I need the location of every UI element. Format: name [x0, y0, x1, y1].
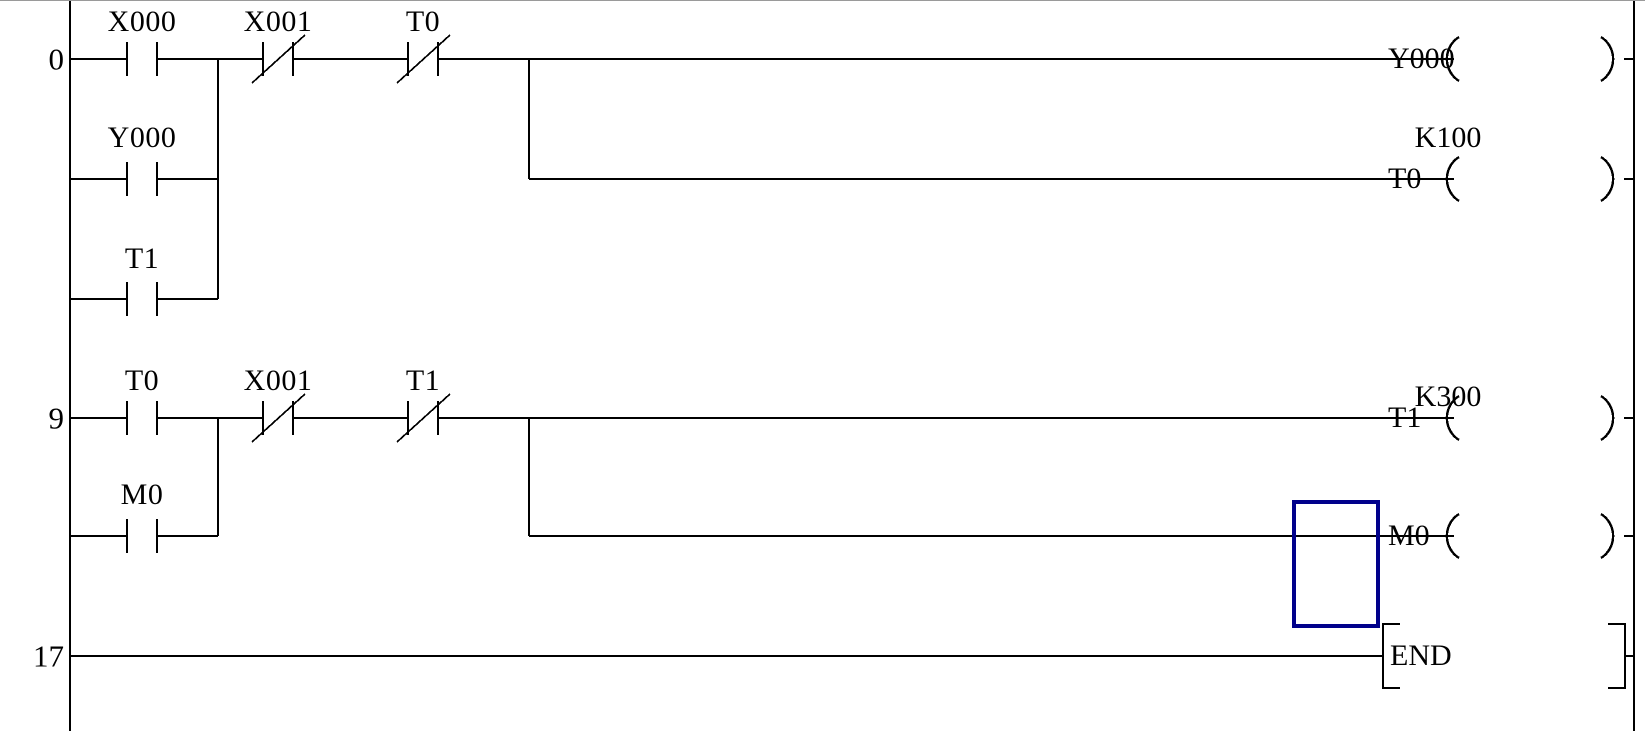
step-number-9: 9: [48, 400, 65, 436]
contact-label-x001-rung2[interactable]: X001: [243, 364, 313, 397]
coil-label-y000[interactable]: Y000: [1388, 42, 1455, 75]
contact-label-t1-branch[interactable]: T1: [124, 242, 160, 275]
selection-box-m0-coil: [1292, 500, 1380, 628]
coil-arc-left-t0: [1445, 155, 1460, 203]
contact-label-m0-branch[interactable]: M0: [120, 478, 164, 511]
contact-label-t1-rung2[interactable]: T1: [405, 364, 441, 397]
coil-label-t1[interactable]: T1: [1388, 401, 1422, 434]
end-bracket-left: [1381, 622, 1400, 690]
contact-label-x001-rung1[interactable]: X001: [243, 5, 313, 38]
step-number-17: 17: [33, 638, 64, 674]
step-number-0: 0: [48, 41, 65, 77]
coil-arc-left-y000: [1445, 35, 1460, 83]
coil-label-m0[interactable]: M0: [1388, 519, 1430, 552]
contact-label-y000-branch[interactable]: Y000: [107, 121, 177, 154]
coil-arc-left-m0: [1445, 512, 1460, 560]
end-bracket-right: [1608, 622, 1627, 690]
contact-label-t0-rung1[interactable]: T0: [405, 5, 441, 38]
coil-label-t0[interactable]: T0: [1388, 162, 1422, 195]
contact-label-t0-rung2[interactable]: T0: [124, 364, 160, 397]
end-instruction-label[interactable]: END: [1390, 639, 1452, 672]
contact-label-x000[interactable]: X000: [107, 5, 177, 38]
coil-arc-left-t1: [1445, 394, 1460, 442]
timer-preset-k300[interactable]: K300: [1414, 380, 1482, 413]
timer-preset-k100[interactable]: K100: [1414, 121, 1482, 154]
